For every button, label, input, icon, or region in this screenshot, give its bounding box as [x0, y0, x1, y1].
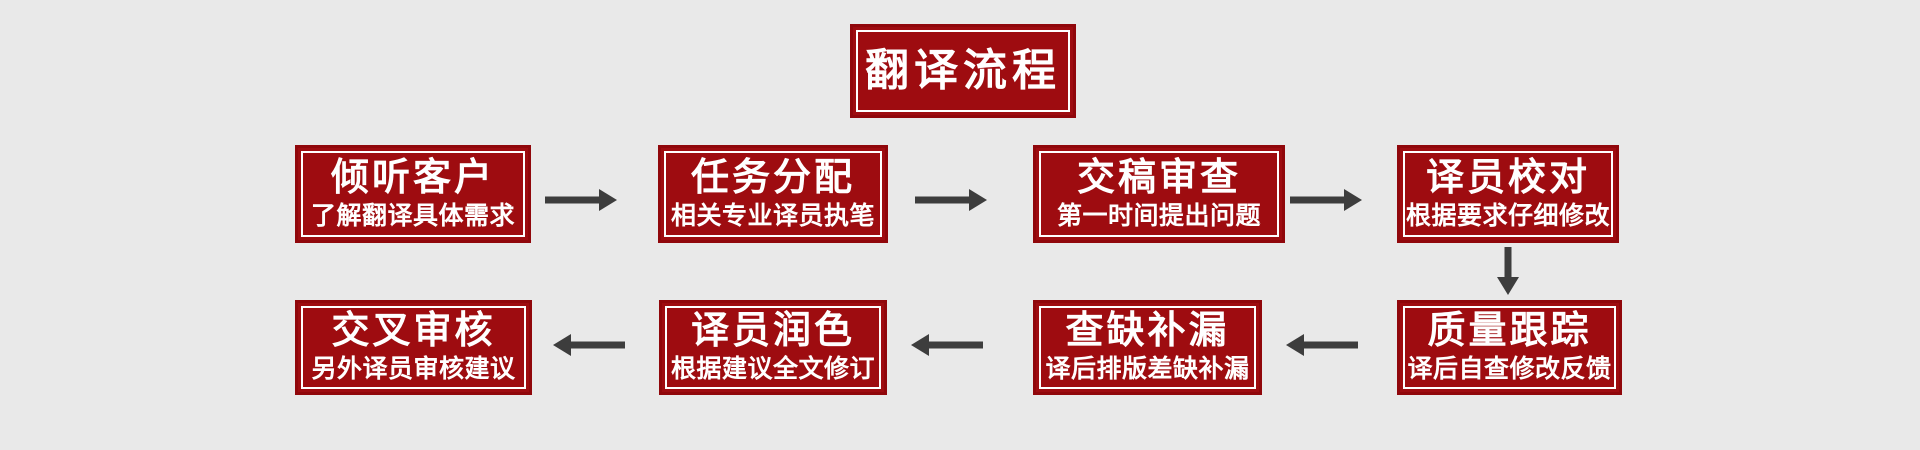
- arrow-left-icon-6-to-5: [553, 326, 625, 364]
- flow-node-quality-tracking: 质量跟踪 译后自查修改反馈: [1397, 300, 1622, 395]
- node-subtitle: 根据要求仔细修改: [1405, 201, 1610, 230]
- flow-node-translator-polishing: 译员润色 根据建议全文修订: [659, 300, 887, 395]
- node-subtitle: 译后自查修改反馈: [1407, 355, 1612, 384]
- node-title: 交叉审核: [331, 310, 496, 353]
- node-subtitle: 另外译员审核建议: [311, 355, 516, 384]
- flow-node-draft-review: 交稿审查 第一时间提出问题: [1033, 145, 1285, 243]
- node-subtitle: 了解翻译具体需求: [310, 201, 515, 230]
- node-title: 倾听客户: [330, 156, 495, 199]
- flow-node-cross-review: 交叉审核 另外译员审核建议: [295, 300, 532, 395]
- node-title: 交稿审查: [1076, 156, 1241, 199]
- flow-title-box: 翻译流程: [850, 24, 1076, 118]
- node-title: 译员校对: [1425, 156, 1590, 199]
- node-title: 质量跟踪: [1427, 310, 1592, 353]
- arrow-left-icon-7-to-6: [911, 326, 983, 364]
- flow-node-translator-proofreading: 译员校对 根据要求仔细修改: [1397, 145, 1619, 243]
- flow-node-task-assignment: 任务分配 相关专业译员执笔: [658, 145, 888, 243]
- node-title: 译员润色: [690, 310, 855, 353]
- arrow-right-icon-3-to-4: [1290, 181, 1362, 219]
- node-subtitle: 译后排版差缺补漏: [1045, 355, 1250, 384]
- arrow-right-icon-2-to-3: [915, 181, 987, 219]
- flow-title: 翻译流程: [865, 45, 1061, 95]
- node-title: 任务分配: [690, 156, 855, 199]
- arrow-down-icon-4-to-8: [1489, 247, 1527, 295]
- node-subtitle: 第一时间提出问题: [1056, 201, 1261, 230]
- node-subtitle: 相关专业译员执笔: [670, 201, 875, 230]
- node-subtitle: 根据建议全文修订: [670, 355, 875, 384]
- arrow-left-icon-8-to-7: [1286, 326, 1358, 364]
- flow-node-gap-check: 查缺补漏 译后排版差缺补漏: [1033, 300, 1262, 395]
- arrow-right-icon-1-to-2: [545, 181, 617, 219]
- flow-node-listen-customers: 倾听客户 了解翻译具体需求: [295, 145, 531, 243]
- node-title: 查缺补漏: [1065, 310, 1230, 353]
